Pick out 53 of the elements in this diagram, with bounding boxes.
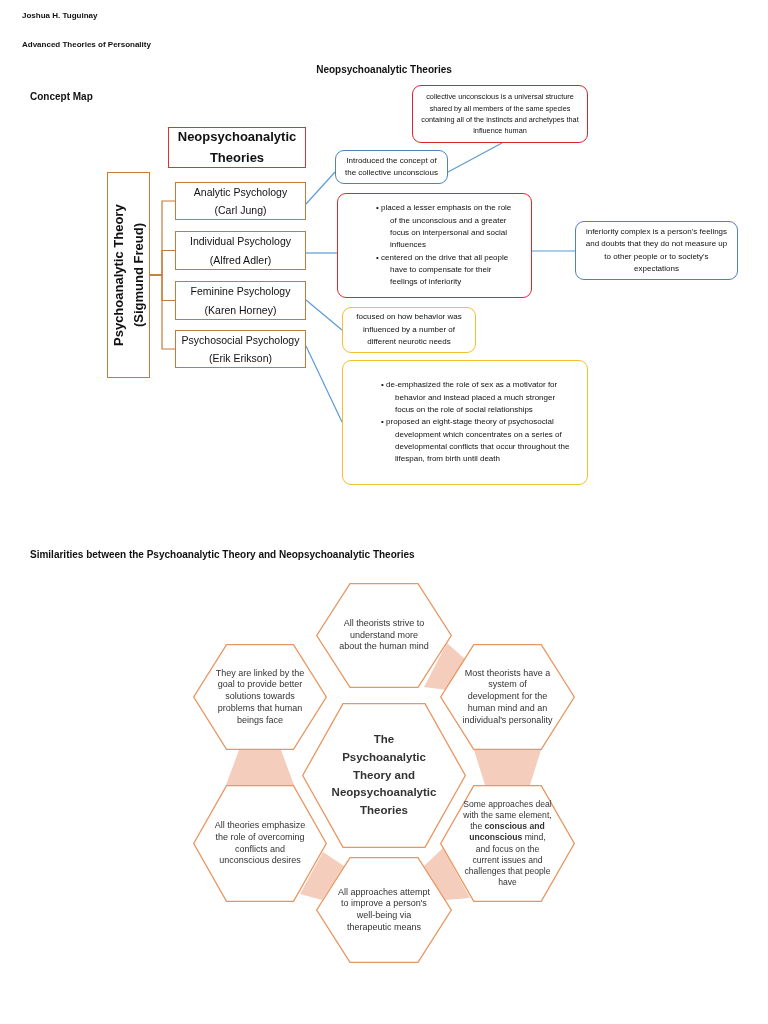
concept-box [175,231,306,270]
node-text: Some approaches deal with the same element, the conscious and unconscious mind, and focus on the current issues and challenges that people have [462,798,553,889]
connector-line [531,250,576,252]
note-box [337,193,532,298]
bullet-text: • de-emphasized the role of sex as a motivator for behavior and instead placed a much stronger focus on the role of social relationships [381,379,559,416]
node-text: The Psychoanalytic Theory and Neopsychoanalytic Theories [331,731,437,819]
node-text: All theorists strive to understand more about the human mind [338,617,430,654]
page-title: Neopsychoanalytic Theories [315,64,453,75]
node-text: Most theorists have a system of development for the human mind and an individual's personality [461,667,554,727]
hexagon [193,644,327,750]
note-box [342,360,588,485]
theory-box [107,172,150,378]
connector-line [305,345,343,423]
vertical-text: Psychoanalytic Theory (Sigmund Freud) [110,203,147,348]
node-text: Psychosocial Psychology (Erik Erikson) [180,332,301,366]
node-text: They are linked by the goal to provide better solutions towards problems that human beings face [214,667,306,727]
concept-box [175,281,306,320]
connector-line [305,171,336,205]
node-text: All approaches attempt to improve a person's well-being via therapeutic means [337,886,431,934]
connector-line [305,252,338,254]
node-text: Introduced the concept of the collective unconscious [344,154,439,179]
hexagon [440,785,575,902]
node-text: Individual Psychology (Alfred Adler) [189,234,292,268]
node-text: Feminine Psychology (Karen Horney) [189,284,292,318]
connector-band [424,848,470,900]
note-box [412,85,588,143]
node-text: Analytic Psychology (Carl Jung) [192,184,289,218]
connector-band [424,643,466,690]
connector-band [226,750,294,785]
bullet-text: • placed a lesser emphasis on the role of the unconscious and a greater focus on interpersonal and social influences [376,202,513,252]
note-box [342,307,476,353]
section-heading: Similarities between the Psychoanalytic Theory and Neopsychoanalytic Theories [30,549,415,560]
course-name: Advanced Theories of Personality [22,40,151,49]
note-box [575,221,738,280]
node-text: focused on how behavior was influenced by a number of different neurotic needs [355,311,463,349]
section-heading: Concept Map [30,91,93,102]
concept-box [175,182,306,220]
hexagon [440,644,575,750]
node-text: All theories emphasize the role of overcoming conflicts and unconscious desires [214,820,306,867]
connector-band [300,852,344,900]
connector-line [305,299,343,331]
bullet-text: • centered on the drive that all people have to compensate for their feelings of inferiority [376,251,510,289]
connector-line [149,274,176,350]
node-text: inferiority complex is a person's feelings and doubts that they do not measure up to other people or to society's expectations [584,225,729,275]
note-box [335,150,448,184]
node-text: Neopsychoanalytic Theories [176,127,298,167]
author-name: Joshua H. Tuguinay [22,11,98,20]
hexagon [316,857,452,963]
connector-line [447,142,503,173]
hexagon [316,583,452,688]
hexagon [193,785,327,902]
connector-band [474,750,541,785]
bullet-text: • proposed an eight-stage theory of psychosocial development which concentrates on a series of developmental conflicts that occur throughout the lifespan, from birth until death [381,416,571,466]
